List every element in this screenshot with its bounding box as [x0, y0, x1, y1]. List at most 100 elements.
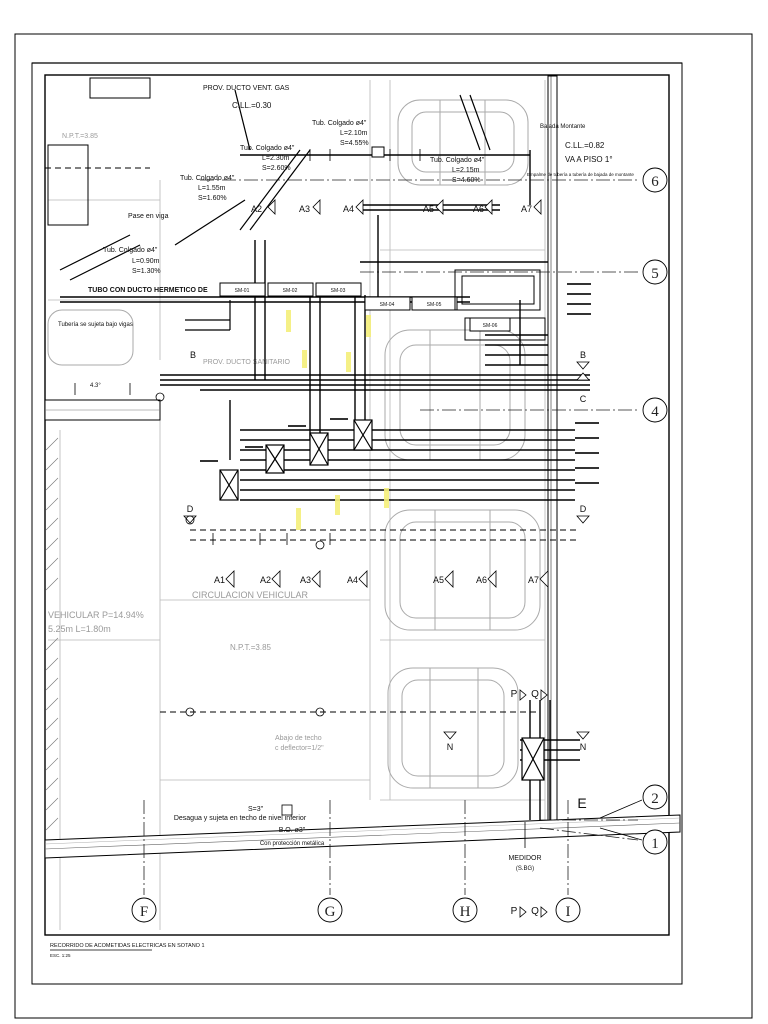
svg-text:(S.BG): (S.BG) [516, 866, 534, 872]
svg-text:Tub. Colgado ø4": Tub. Colgado ø4" [103, 247, 158, 254]
pull-box [521, 737, 545, 781]
duct-segment: SM-01 [219, 282, 266, 297]
svg-text:Q: Q [531, 906, 539, 917]
svg-text:D: D [580, 504, 587, 514]
pull-box [353, 419, 373, 451]
grid-bubble-column: H [452, 897, 478, 923]
conduit-slope [59, 89, 491, 331]
svg-text:L=2.15m: L=2.15m [452, 167, 480, 174]
svg-text:H: H [460, 904, 471, 920]
level-mark-left: N.P.T.=3.85 [62, 133, 98, 140]
highlight-mark [286, 310, 389, 530]
riser-note: VA A PISO 1° [565, 155, 613, 164]
svg-text:A2: A2 [260, 575, 271, 585]
pipe-support-note: Tubería se sujeta bajo vigas [58, 322, 133, 328]
svg-text:N: N [447, 742, 454, 752]
svg-text:F: F [140, 904, 148, 920]
beam-pass-note: Pase en viga [128, 213, 169, 220]
svg-text:6: 6 [651, 174, 659, 190]
svg-text:Tub. Colgado ø4": Tub. Colgado ø4" [430, 157, 485, 164]
marker-a-bottom: A3 [300, 570, 321, 588]
marker-a-bottom: A4 [347, 570, 368, 588]
conduit-dashed [45, 167, 580, 713]
circuit-label-stack [200, 283, 599, 484]
ceiling-note: Abajo de techo [275, 735, 322, 742]
circulation-label: CIRCULACION VEHICULAR [192, 590, 309, 600]
deflector-note: c deflector=1/2" [275, 745, 324, 752]
svg-text:SM-05: SM-05 [427, 302, 442, 308]
outlet-box-note: B.O. ø3" Con protección metálica [260, 804, 325, 847]
grid-bubble-row: 1 [642, 829, 668, 855]
marker-a-bottom: A6 [476, 570, 497, 588]
svg-text:Tub. Colgado ø4": Tub. Colgado ø4" [312, 120, 367, 127]
duct-chase [454, 269, 546, 341]
elevation-top: C.LL.=0.30 [232, 101, 272, 110]
conduit-note: Tub. Colgado ø4" L=2.10m S=4.55% [312, 120, 369, 147]
svg-text:S=2.60%: S=2.60% [262, 165, 291, 172]
svg-text:A5: A5 [423, 204, 434, 214]
marker-a-top: A7 [521, 199, 542, 215]
svg-text:A6: A6 [476, 575, 487, 585]
conduit-bundle [60, 154, 590, 761]
pull-box [265, 444, 285, 474]
structural-wall [44, 75, 558, 827]
svg-text:A3: A3 [299, 204, 310, 214]
marker-a-bottom: A7 [528, 570, 549, 588]
svg-text:P: P [511, 689, 518, 700]
svg-text:SM-04: SM-04 [380, 302, 395, 308]
marker-a-bottom: A5 [433, 570, 454, 588]
svg-text:A7: A7 [521, 204, 532, 214]
svg-text:E: E [577, 795, 586, 811]
drawing-title: RECORRIDO DE ACOMETIDAS ELECTRICAS EN SO… [50, 943, 205, 949]
svg-text:A2: A2 [251, 204, 262, 214]
svg-text:L=0.90m: L=0.90m [132, 258, 160, 265]
pull-box [219, 469, 239, 501]
grid-axes [143, 179, 640, 895]
hermetic-duct-note: TUBO CON DUCTO HERMETICO DE [88, 287, 208, 294]
marker-a-top: A6 [473, 199, 493, 215]
svg-text:SM-02: SM-02 [283, 288, 298, 294]
svg-text:A5: A5 [433, 575, 444, 585]
svg-text:S=4.60%: S=4.60% [452, 177, 481, 184]
svg-text:Desagua y sujeta en techo de n: Desagua y sujeta en techo de nivel infer… [174, 815, 307, 822]
junction-square [371, 146, 385, 158]
svg-text:B.O. ø3": B.O. ø3" [279, 827, 306, 834]
duct-segment: SM-06 [469, 317, 511, 332]
svg-text:L=2.30m: L=2.30m [262, 155, 290, 162]
angle-note: 4.3° [90, 383, 101, 389]
marker-p: P P [511, 689, 527, 918]
svg-text:G: G [325, 904, 336, 920]
drawing-scale: ESC. 1:25 [50, 953, 71, 958]
svg-text:P: P [511, 906, 518, 917]
riser-label: Bajada Montante [540, 124, 586, 130]
ramp-wall [44, 814, 681, 859]
svg-text:SM-06: SM-06 [483, 323, 498, 329]
elevation-right: C.LL.=0.82 [565, 141, 605, 150]
ramp-label: VEHICULAR P=14.94% [48, 610, 144, 620]
svg-text:L=1.55m: L=1.55m [198, 185, 226, 192]
marker-a-top: A3 [299, 199, 321, 215]
svg-text:I: I [566, 904, 571, 920]
sheet-border [14, 33, 753, 1019]
duct-segment: SM-04 [364, 296, 411, 311]
svg-text:A4: A4 [343, 204, 354, 214]
svg-text:2: 2 [651, 791, 659, 807]
marker-n: N N [443, 731, 590, 752]
grid-bubble-row: 5 [642, 259, 668, 285]
plan-viewport [44, 74, 670, 936]
conduit-note: Tub. Colgado ø4" L=2.30m S=2.60% [240, 145, 295, 172]
ramp-hatch [45, 437, 59, 831]
parked-car [47, 309, 134, 366]
conduit-end-circle [155, 392, 325, 717]
svg-text:B: B [190, 350, 196, 360]
grid-bubble-column: G [317, 897, 343, 923]
gas-duct-note: PROV. DUCTO VENT. GAS [203, 85, 290, 92]
svg-text:A3: A3 [300, 575, 311, 585]
drain-note: Desagua y sujeta en techo de nivel infer… [174, 815, 307, 822]
level-mark-center: N.P.T.=3.85 [230, 643, 272, 652]
grid-bubble-column: F [131, 897, 157, 923]
svg-text:1: 1 [651, 836, 659, 852]
duct-segment: SM-03 [315, 282, 362, 297]
svg-text:S=1.60%: S=1.60% [198, 195, 227, 202]
